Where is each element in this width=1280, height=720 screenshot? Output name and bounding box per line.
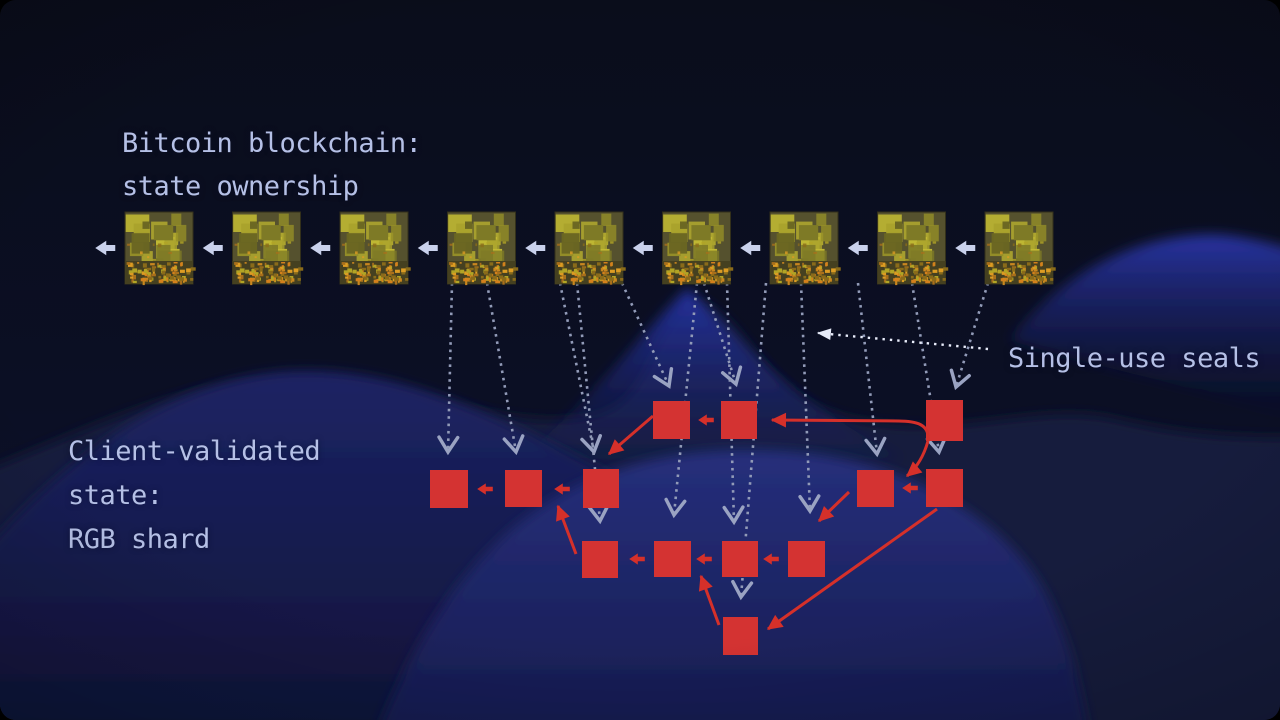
state-transition-node-mid-3 [583, 469, 619, 508]
seals-pointer [816, 328, 989, 351]
node-arrows [477, 414, 918, 565]
seals-pointer-arrow [816, 328, 989, 351]
chain-left-arrow-icon [202, 240, 223, 256]
client-state-label-line3: RGB shard [68, 524, 210, 555]
state-transition-node-low-3 [722, 541, 758, 577]
slide-title-line2: state ownership [122, 171, 359, 202]
seal-link [798, 282, 821, 515]
seal-link [731, 282, 768, 601]
node-left-arrow-icon [696, 553, 712, 565]
chain-left-arrow-icon [740, 240, 761, 256]
seal-link [664, 282, 699, 519]
blockchain-block [769, 211, 841, 286]
node-left-arrow-icon [763, 553, 779, 565]
state-transition-node-right-2 [926, 469, 963, 507]
transition-arrow [607, 414, 654, 456]
blockchain-block [447, 211, 519, 286]
node-left-arrow-icon [902, 482, 918, 494]
transition-links [556, 412, 938, 631]
node-left-arrow-icon [698, 414, 714, 426]
blockchain-block [232, 211, 304, 286]
state-transition-node-low-1 [582, 541, 618, 578]
chain-left-arrow-icon [955, 240, 976, 256]
transition-arrow [770, 412, 930, 442]
seal-link [949, 282, 990, 391]
blockchain-block [877, 211, 949, 286]
blockchain-block [124, 211, 196, 286]
state-transition-node-low-4 [788, 541, 825, 577]
chain-arrows [95, 240, 976, 256]
slide-title-line1: Bitcoin blockchain: [122, 128, 422, 159]
state-transition-node-bottom [723, 617, 758, 655]
blockchain-block [554, 211, 626, 286]
blockchain-block [662, 211, 734, 286]
seal-link [558, 282, 602, 456]
blockchain-row [124, 211, 1056, 286]
node-left-arrow-icon [629, 553, 645, 565]
seal-link [856, 282, 887, 458]
seal-links [437, 282, 990, 601]
transition-arrow [766, 507, 938, 631]
client-state-label-line2: state: [68, 480, 163, 511]
state-transition-node-mid-2 [505, 470, 542, 507]
chain-left-arrow-icon [525, 240, 546, 256]
node-left-arrow-icon [477, 483, 493, 495]
state-transition-node-top-3 [926, 400, 963, 441]
state-nodes [430, 400, 963, 655]
node-left-arrow-icon [554, 483, 570, 495]
seal-link [575, 282, 610, 525]
chain-left-arrow-icon [417, 240, 438, 256]
chain-left-arrow-icon [310, 240, 331, 256]
transition-arrow [905, 440, 930, 478]
chain-left-arrow-icon [632, 240, 653, 256]
state-transition-node-top-1 [653, 401, 690, 439]
transition-arrow [817, 490, 851, 523]
chain-left-arrow-icon [847, 240, 868, 256]
state-transition-node-low-2 [654, 541, 691, 577]
client-state-label-line1: Client-validated [68, 436, 321, 467]
chain-left-arrow-icon [95, 240, 116, 256]
single-use-seals-label: Single-use seals [1008, 343, 1261, 374]
blockchain-block [339, 211, 411, 286]
transition-arrow [698, 574, 721, 626]
state-transition-node-mid-1 [430, 470, 468, 508]
blockchain-block [984, 211, 1056, 286]
state-transition-node-top-2 [721, 401, 757, 439]
seal-link [620, 282, 674, 389]
transition-arrow [556, 504, 578, 555]
seal-link [702, 282, 743, 388]
seal-link [485, 282, 525, 456]
state-transition-node-right-1 [857, 470, 894, 507]
seal-link [437, 282, 460, 456]
